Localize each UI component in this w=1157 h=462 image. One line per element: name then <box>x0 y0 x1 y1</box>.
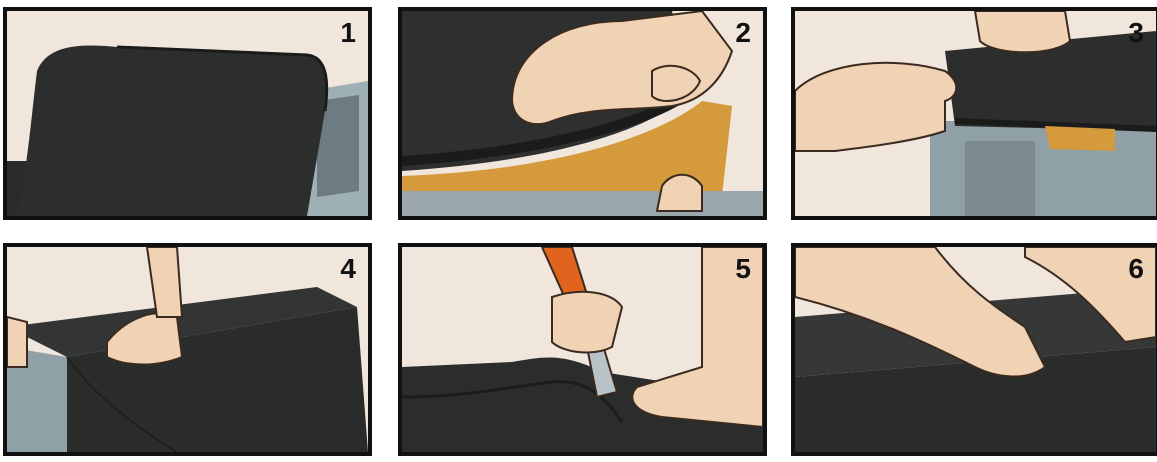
step-number: 5 <box>735 255 751 283</box>
step-1-illustration <box>7 11 368 216</box>
step-number: 1 <box>340 19 356 47</box>
step-panel-5: 5 <box>398 243 767 456</box>
step-5-illustration <box>402 247 763 452</box>
step-panel-6: 6 <box>791 243 1157 456</box>
step-number: 3 <box>1128 19 1144 47</box>
step-panel-2: 2 <box>398 7 767 220</box>
step-2-illustration <box>402 11 763 216</box>
step-6-illustration <box>795 247 1156 452</box>
step-3-illustration <box>795 11 1156 216</box>
step-panel-1: 1 <box>3 7 372 220</box>
step-number: 2 <box>735 19 751 47</box>
step-panel-3: 3 <box>791 7 1157 220</box>
step-number: 4 <box>340 255 356 283</box>
step-number: 6 <box>1128 255 1144 283</box>
step-panel-4: 4 <box>3 243 372 456</box>
step-4-illustration <box>7 247 368 452</box>
